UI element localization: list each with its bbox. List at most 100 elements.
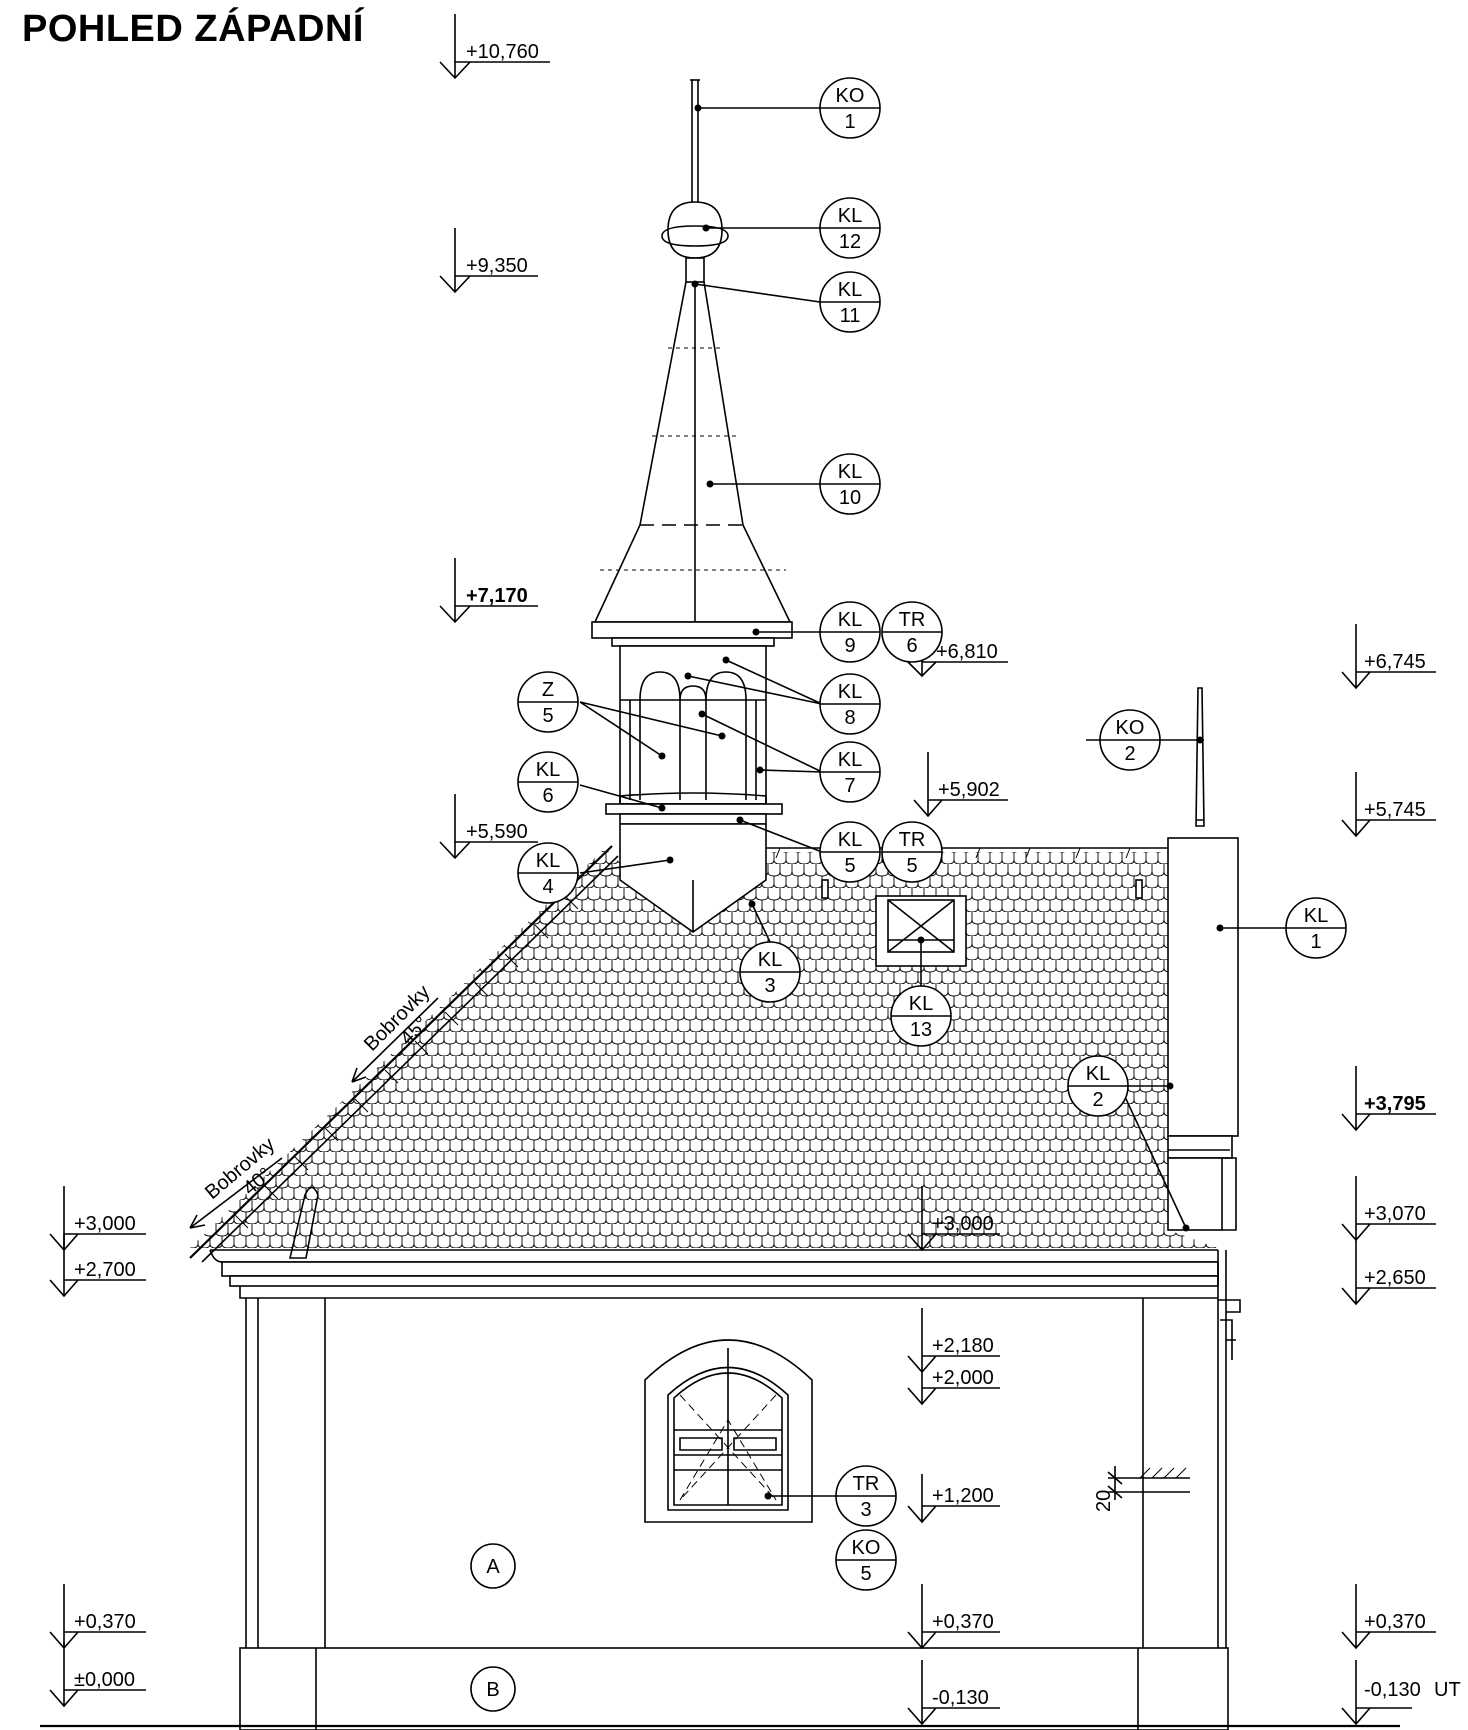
svg-text:9: 9 [844,635,855,657]
svg-text:2: 2 [1092,1089,1103,1111]
svg-text:13: 13 [910,1019,932,1041]
svg-text:A: A [486,1556,500,1578]
level-marker: +3,795 [1341,1066,1436,1132]
svg-text:1: 1 [844,111,855,133]
svg-text:KL: KL [838,609,862,631]
svg-text:Z: Z [542,679,554,701]
level-label: +7,170 [466,585,528,607]
level-marker: +0,370 [1341,1584,1436,1650]
svg-text:KL: KL [838,829,862,851]
svg-text:6: 6 [542,785,553,807]
chimney [1167,837,1239,1231]
bell-tower [591,79,793,933]
level-marker: +6,810 [907,616,1008,678]
svg-text:KL: KL [758,949,782,971]
level-label: +2,180 [932,1335,994,1357]
svg-text:5: 5 [844,855,855,877]
level-label: +0,370 [932,1611,994,1633]
svg-text:KL: KL [909,993,933,1015]
tag-ko1: KO 1 [819,77,881,139]
tag-kl8: KL8 [819,673,881,735]
svg-text:KO: KO [852,1537,881,1559]
level-label: +3,070 [1364,1203,1426,1225]
svg-text:1: 1 [1310,931,1321,953]
svg-text:2: 2 [1124,743,1135,765]
svg-text:KO: KO [836,85,865,107]
tag-kl9: KL 9 [819,601,881,663]
tag-tr6: TR 6 [881,601,943,663]
tag-z5: Z5 [517,671,579,733]
tag-kl10: KL 10 [819,453,881,515]
svg-text:KO: KO [1116,717,1145,739]
level-marker: +7,170 [439,558,538,624]
level-label: ±0,000 [74,1669,135,1691]
drawing-title: POHLED ZÁPADNÍ [22,8,364,50]
tag-kl4: KL4 [517,842,579,904]
svg-text:TR: TR [899,609,926,631]
level-label: +2,000 [932,1367,994,1389]
svg-text:5: 5 [860,1563,871,1585]
level-label: +2,700 [74,1259,136,1281]
svg-text:3: 3 [764,975,775,997]
svg-text:KL: KL [838,749,862,771]
svg-text:5: 5 [542,705,553,727]
level-marker: +9,350 [439,228,538,294]
level-label: -0,130 [1364,1679,1421,1701]
tag-ko2: KO 2 [1099,709,1161,771]
ridge-tiles-left [234,895,579,1229]
level-marker: +1,200 [907,1474,1000,1524]
svg-text:KL: KL [838,205,862,227]
svg-text:B: B [486,1679,499,1701]
level-label: +6,745 [1364,651,1426,673]
tag-tr5: TR5 [881,821,943,883]
zone-b: B [470,1666,516,1712]
tag-kl12: KL 12 [819,197,881,259]
tag-kl5: KL 5 [819,821,881,883]
level-label: +2,650 [1364,1267,1426,1289]
wall-offset-dimension: 20 [1093,1466,1190,1512]
svg-text:6: 6 [906,635,917,657]
leader-lines [579,107,1286,1497]
level-marker: +5,745 [1341,772,1436,838]
level-marker: +2,700 [49,1234,146,1298]
svg-text:12: 12 [839,231,861,253]
plinth [239,1647,1229,1730]
right-bracket [1218,1299,1241,1360]
svg-text:KL: KL [1086,1063,1110,1085]
tag-kl13: KL 13 [890,985,952,1047]
ut-label: UT [1434,1679,1461,1701]
level-marker: +3,000 [907,1186,1000,1252]
level-label: +5,902 [938,779,1000,801]
level-label: +3,000 [932,1213,994,1235]
dimension-20-label: 20 [1093,1490,1115,1512]
tower-ball [667,201,723,259]
level-marker: -0,130 [1341,1660,1421,1726]
level-label: +5,745 [1364,799,1426,821]
roof-vent [821,879,1143,967]
arched-window [644,1339,813,1523]
level-marker: +3,070 [1341,1176,1436,1242]
svg-text:KL: KL [1304,905,1328,927]
tag-kl2: KL 2 [1067,1055,1129,1117]
svg-text:4: 4 [542,876,553,898]
svg-text:KL: KL [838,279,862,301]
svg-text:TR: TR [899,829,926,851]
svg-text:KL: KL [838,461,862,483]
level-label: +10,760 [466,41,539,63]
tag-tr3: TR3 [835,1465,897,1527]
svg-text:10: 10 [839,487,861,509]
roof-edge-left [189,845,613,1259]
tag-ko5: KO 5 [835,1529,897,1591]
level-marker: +0,370 [49,1584,146,1650]
snow-guard [288,1186,319,1259]
tag-kl3: KL 3 [739,941,801,1003]
lightning-rod [1195,687,1205,827]
level-label: +1,200 [932,1485,994,1507]
level-label: +3,795 [1364,1093,1426,1115]
tower-base [619,823,767,933]
level-label: +0,370 [1364,1611,1426,1633]
svg-text:3: 3 [860,1499,871,1521]
level-marker: +6,745 [1341,624,1436,690]
